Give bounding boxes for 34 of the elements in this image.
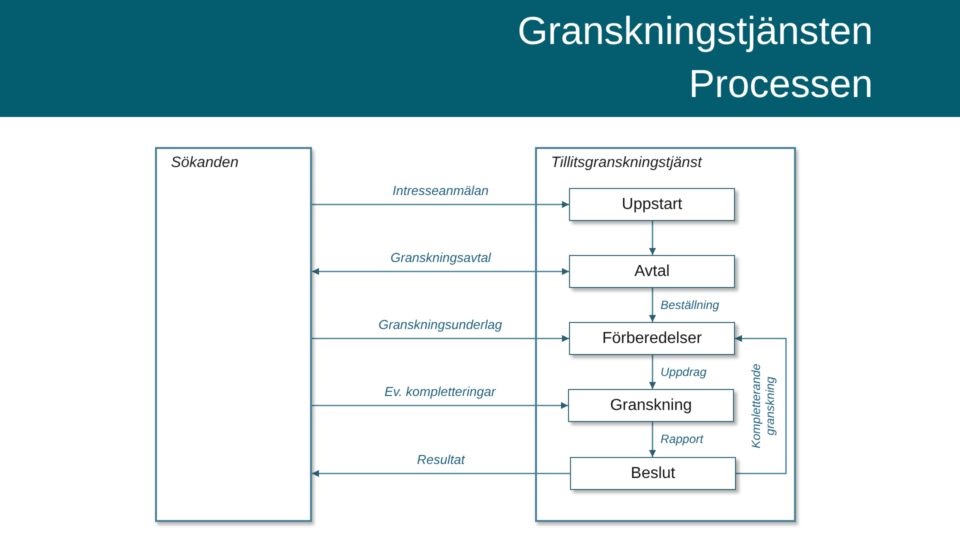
- edge-label: Intresseanmälan: [392, 182, 489, 198]
- process-box: [569, 188, 735, 221]
- lane-heading: Tillitsgranskningstjänst: [551, 154, 702, 172]
- arrow: [312, 470, 570, 477]
- step-label: Förberedelser: [602, 329, 702, 348]
- process-box: [569, 255, 735, 288]
- step-label: Avtal: [634, 262, 670, 281]
- arrow: [649, 355, 656, 389]
- edge-label: Granskningsunderlag: [378, 316, 502, 332]
- step-label: Beslut: [630, 464, 676, 483]
- edge-label: Kompletterande granskning: [749, 362, 777, 450]
- arrow: [649, 422, 656, 457]
- slide-title: Granskningstjänsten Processen: [516, 9, 873, 108]
- arrow: [312, 335, 569, 342]
- edge-label: Rapport: [660, 432, 704, 447]
- edge-label: Granskningsavtal: [390, 250, 491, 266]
- edge-label: Uppdrag: [660, 364, 707, 380]
- process-box: [569, 322, 735, 355]
- edge-label: Beställning: [660, 298, 720, 312]
- arrow: [312, 402, 568, 409]
- process-box: [570, 457, 736, 490]
- swimlane-panel: [535, 147, 796, 522]
- step-label: Uppstart: [622, 195, 682, 214]
- arrow: [649, 221, 656, 255]
- arrow: [735, 335, 787, 474]
- arrow: [312, 268, 569, 275]
- edge-label: Ev. kompletteringar: [384, 384, 496, 400]
- arrow: [312, 201, 569, 208]
- step-label: Granskning: [610, 396, 692, 415]
- arrow: [649, 288, 656, 322]
- edge-label: Resultat: [417, 452, 465, 468]
- lane-heading: Sökanden: [171, 154, 239, 172]
- process-box: [568, 389, 734, 422]
- swimlane-panel: [155, 147, 312, 522]
